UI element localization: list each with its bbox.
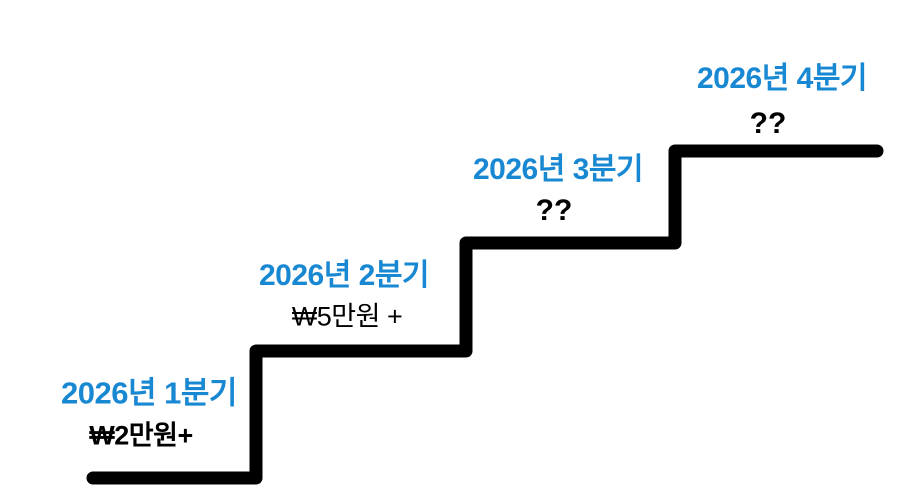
step-3-quarter-label: 2026년 3분기 (472, 153, 644, 186)
step-2-value-label: ₩5만원 + (291, 301, 403, 332)
step-4-quarter-label: 2026년 4분기 (696, 62, 868, 95)
step-2-quarter-label: 2026년 2분기 (258, 259, 430, 292)
step-1-value-label: ₩2만원+ (89, 420, 193, 451)
step-3-value-label: ?? (535, 194, 573, 227)
step-1-quarter-label: 2026년 1분기 (61, 375, 237, 411)
step-4-value-label: ?? (749, 107, 787, 140)
